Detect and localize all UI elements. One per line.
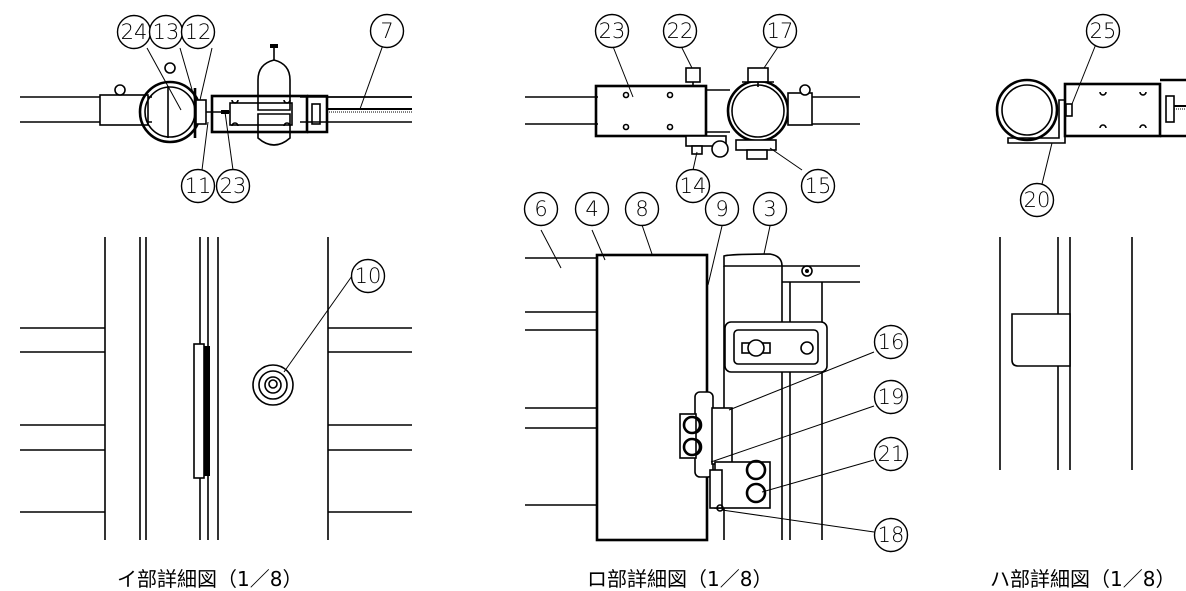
balloon-8: 8 (624, 191, 660, 227)
detail-ha-elevation-view (999, 237, 1133, 470)
balloon-22: 22 (662, 13, 698, 49)
svg-text:13: 13 (153, 20, 180, 44)
detail-i-balloons: 24 13 12 7 11 23 10 (116, 13, 405, 294)
balloon-9: 9 (704, 191, 740, 227)
svg-text:16: 16 (878, 330, 905, 354)
balloon-12: 12 (180, 14, 216, 50)
svg-text:11: 11 (185, 174, 212, 198)
detail-ro-balloons: 23 22 17 14 15 6 4 8 9 3 16 19 21 18 (523, 13, 909, 553)
detail-ro-elevation-view (525, 224, 875, 542)
balloon-23: 23 (594, 13, 630, 49)
balloon-23: 23 (215, 168, 251, 204)
svg-text:19: 19 (878, 385, 905, 409)
svg-text:8: 8 (635, 197, 648, 221)
svg-text:15: 15 (805, 174, 832, 198)
svg-text:24: 24 (121, 20, 148, 44)
balloon-21: 21 (873, 436, 909, 472)
detail-i-plan-view (20, 44, 412, 171)
balloon-7: 7 (369, 13, 405, 49)
svg-text:20: 20 (1024, 188, 1051, 212)
balloon-11: 11 (180, 168, 216, 204)
balloon-14: 14 (675, 168, 711, 204)
balloon-6: 6 (523, 191, 559, 227)
balloon-10: 10 (350, 258, 386, 294)
balloon-18: 18 (873, 517, 909, 553)
svg-text:18: 18 (878, 523, 905, 547)
balloon-25: 25 (1085, 13, 1121, 49)
detail-ro-plan-view (525, 43, 860, 171)
balloon-15: 15 (800, 168, 836, 204)
balloon-16: 16 (873, 324, 909, 360)
detail-ha-plan-view (995, 43, 1186, 185)
svg-text:4: 4 (585, 197, 598, 221)
svg-text:25: 25 (1090, 19, 1117, 43)
svg-text:6: 6 (534, 197, 547, 221)
svg-text:23: 23 (599, 19, 626, 43)
balloon-3: 3 (752, 191, 788, 227)
balloon-17: 17 (762, 13, 798, 49)
svg-text:12: 12 (185, 20, 212, 44)
svg-text:10: 10 (355, 264, 382, 288)
svg-text:7: 7 (380, 19, 393, 43)
balloon-24: 24 (116, 14, 152, 50)
balloon-20: 20 (1019, 182, 1055, 218)
svg-text:21: 21 (878, 442, 905, 466)
caption-detail-ro: ロ部詳細図（1／8） (587, 567, 772, 591)
svg-text:3: 3 (763, 197, 776, 221)
svg-text:17: 17 (767, 19, 794, 43)
svg-text:22: 22 (667, 19, 694, 43)
caption-detail-i: イ部詳細図（1／8） (117, 567, 302, 591)
balloon-19: 19 (873, 379, 909, 415)
balloon-13: 13 (148, 14, 184, 50)
detail-ha-balloons: 25 20 (1019, 13, 1121, 218)
detail-i-elevation-view (20, 237, 412, 540)
svg-text:9: 9 (715, 197, 728, 221)
svg-text:23: 23 (220, 174, 247, 198)
balloon-4: 4 (574, 191, 610, 227)
svg-text:14: 14 (680, 174, 707, 198)
caption-detail-ha: ハ部詳細図（1／8） (990, 567, 1175, 591)
